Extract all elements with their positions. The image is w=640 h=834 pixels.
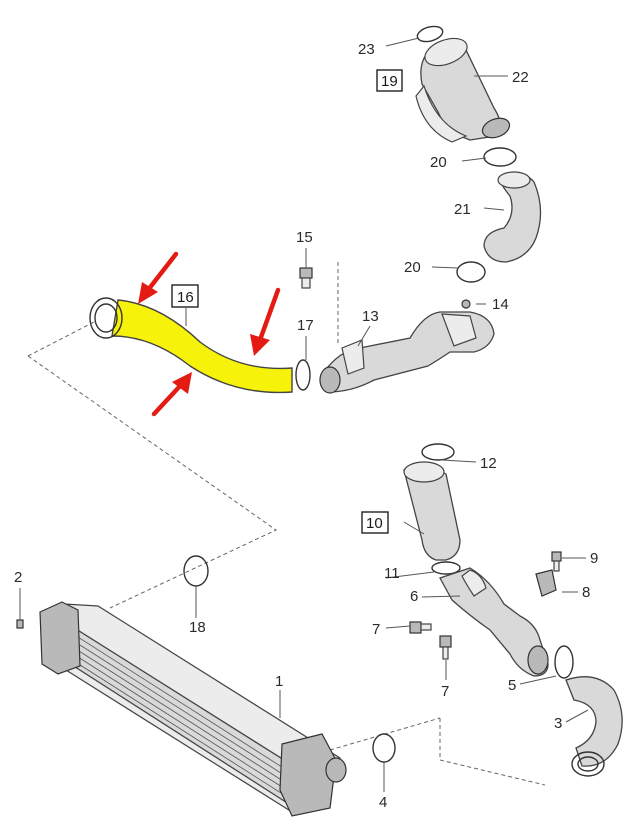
callout-16-box (171, 284, 199, 308)
callout-12: 12 (480, 455, 497, 472)
clamp-17 (295, 359, 311, 391)
callout-8: 8 (582, 584, 590, 601)
pipe-assembly-10 (403, 443, 461, 561)
bolt-9 (551, 551, 562, 572)
clamp-20-lower (456, 261, 486, 283)
callout-7-bottom: 7 (441, 683, 449, 700)
leader-lines (19, 37, 589, 792)
callout-5: 5 (508, 677, 516, 694)
callout-10: 10 (366, 515, 383, 532)
callout-18: 18 (189, 619, 206, 636)
bolt-7b (439, 635, 452, 660)
intercooler-1 (39, 601, 347, 817)
callout-20-lower: 20 (404, 259, 421, 276)
callout-20-upper: 20 (430, 154, 447, 171)
clamp-5 (554, 645, 574, 679)
arrow-right (250, 287, 281, 356)
callout-13: 13 (362, 308, 379, 325)
callout-2: 2 (14, 569, 22, 586)
bolt-14 (461, 299, 471, 309)
callout-10-box (361, 511, 389, 534)
callout-labels: 23 22 19 20 21 20 14 15 17 13 16 12 10 1… (14, 41, 598, 811)
o-ring-12 (421, 443, 455, 461)
clamp-11 (431, 561, 461, 575)
red-arrows (138, 251, 281, 417)
hose-21 (483, 171, 542, 263)
callout-23: 23 (358, 41, 375, 58)
pipe-13 (319, 311, 495, 394)
callout-4: 4 (379, 794, 387, 811)
callout-21: 21 (454, 201, 471, 218)
throttle-housing-part (415, 37, 511, 143)
callout-11: 11 (384, 565, 400, 582)
bracket-8 (535, 569, 557, 597)
arrow-bottom (151, 372, 192, 417)
clamp-20-upper (483, 147, 517, 167)
callout-15: 15 (296, 229, 313, 246)
callout-19-box (376, 69, 403, 92)
arrow-top-left (138, 251, 179, 304)
o-ring-4 (372, 733, 396, 763)
callout-6: 6 (410, 588, 418, 605)
bolt-2 (16, 619, 24, 629)
callout-7-left: 7 (372, 621, 380, 638)
hose-16-highlighted (89, 297, 293, 394)
o-ring-23 (416, 25, 444, 43)
callout-3: 3 (554, 715, 562, 732)
callout-19: 19 (381, 73, 398, 90)
callout-22: 22 (512, 69, 529, 86)
bolt-15 (299, 267, 313, 289)
bolt-7a (409, 621, 432, 634)
pipe-6 (439, 567, 549, 677)
callout-17: 17 (297, 317, 314, 334)
callout-14: 14 (492, 296, 509, 313)
callout-16: 16 (177, 289, 194, 306)
callout-1: 1 (275, 673, 283, 690)
callout-9: 9 (590, 550, 598, 567)
hose-3 (565, 676, 623, 777)
